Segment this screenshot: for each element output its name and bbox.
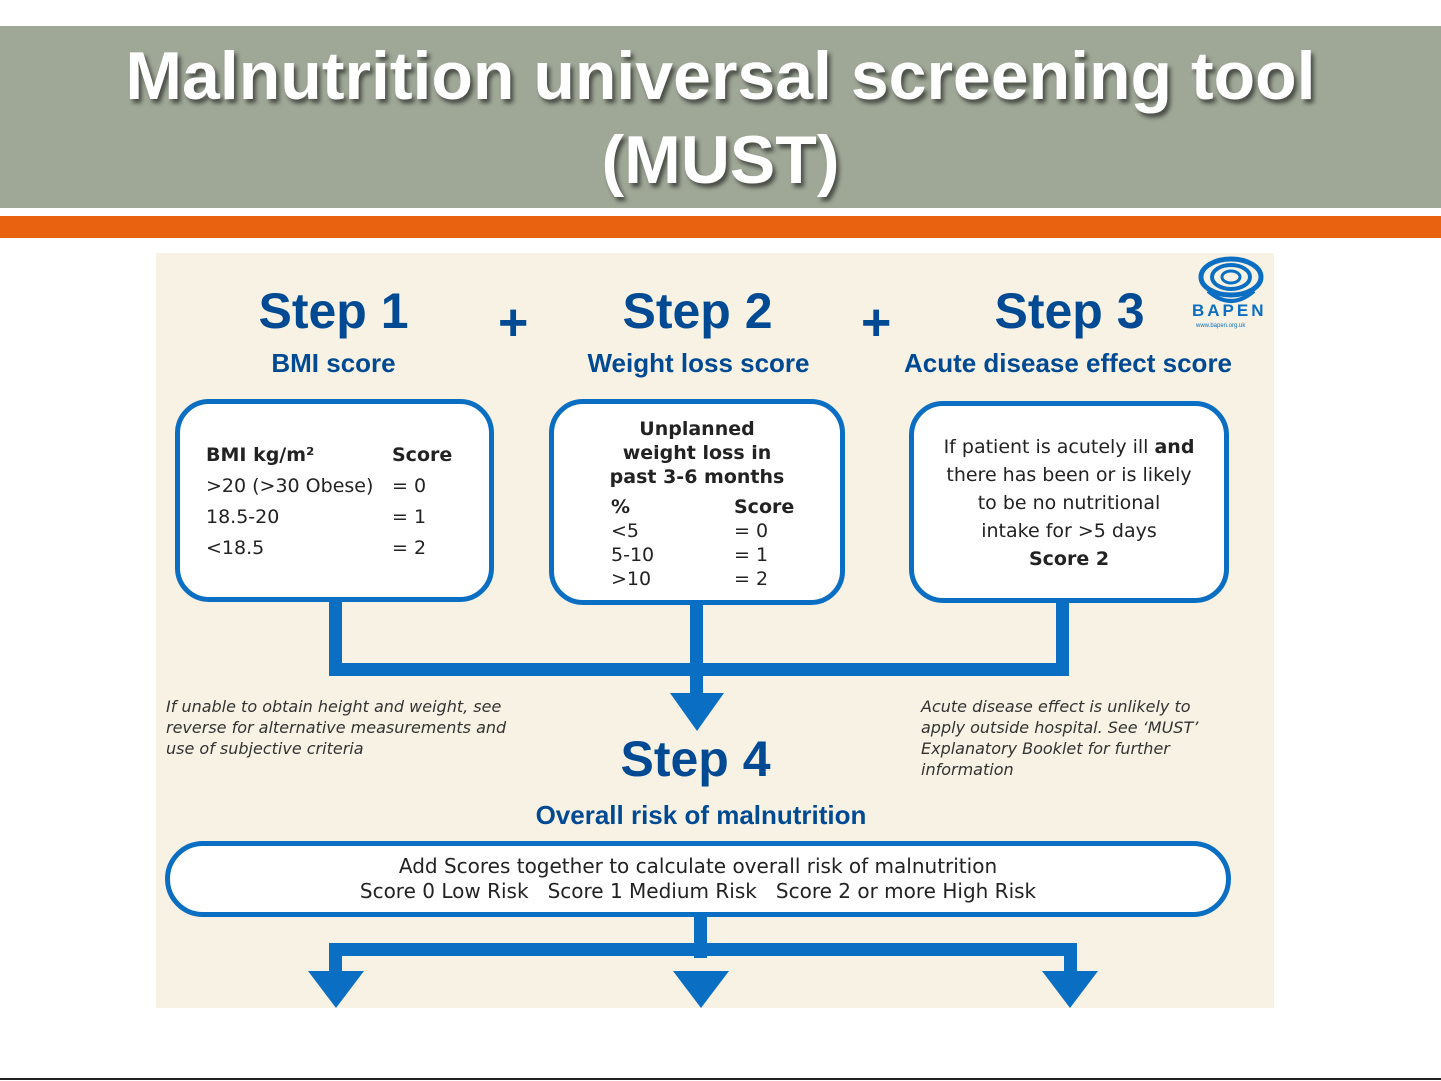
step4-text: Add Scores together to calculate overall… — [359, 854, 1037, 903]
step2-heading: Step 2 — [622, 283, 773, 339]
must-flowchart: BAPEN www.bapen.org.uk Step 1 BMI score … — [156, 253, 1274, 1008]
arrow-down-high-risk-icon — [1042, 971, 1098, 1008]
step3-connector-down — [1056, 593, 1069, 673]
outcome-split-line — [329, 943, 1077, 956]
step4-box — [165, 841, 1231, 917]
step4-heading: Step 4 — [620, 731, 771, 787]
step3-heading: Step 3 — [994, 283, 1145, 339]
arrow-down-low-risk-icon — [308, 971, 364, 1008]
step1-table: BMI kg/m² Score >20 (>30 Obese) = 0 18.5… — [206, 440, 466, 564]
step1-box — [175, 399, 494, 602]
step2-col2-header: Score — [734, 496, 795, 518]
bapen-logo-url: www.bapen.org.uk — [1196, 323, 1246, 329]
step2-box — [549, 399, 845, 605]
step2-connector-down — [690, 593, 703, 713]
step3-subtitle: Acute disease effect score — [903, 348, 1233, 378]
step2-col1-header: % — [611, 496, 631, 518]
step1-row: <18.5 = 2 — [206, 537, 427, 559]
step2-subtitle: Weight loss score — [587, 348, 810, 378]
step1-col1-header: BMI kg/m² — [206, 444, 315, 466]
bottom-rule — [0, 1078, 1441, 1080]
bapen-logo-icon — [1198, 256, 1264, 303]
arrow-down-medium-risk-icon — [673, 971, 729, 1008]
step1-connector-down — [329, 593, 342, 673]
step3-score: Score 2 — [1028, 548, 1110, 570]
title-band — [0, 26, 1441, 208]
step3-text: If patient is acutely ill and there has … — [943, 436, 1195, 570]
steps-merge-line — [329, 663, 1069, 676]
right-note: Acute disease effect is unlikely to appl… — [921, 697, 1199, 779]
plus-sign-1: + — [498, 294, 529, 352]
step4-subtitle: Overall risk of malnutrition — [535, 800, 867, 830]
outcome-right-drop — [1064, 943, 1077, 973]
outcome-left-drop — [329, 943, 342, 973]
step1-row: 18.5-20 = 1 — [206, 506, 427, 528]
step1-heading: Step 1 — [258, 283, 409, 339]
step1-col2-header: Score — [392, 444, 453, 466]
slide-title-line2: (MUST) — [601, 122, 840, 198]
slide-title-line1: Malnutrition universal screening tool — [125, 38, 1316, 114]
left-note: If unable to obtain height and weight, s… — [166, 697, 507, 758]
step2-table: % Score <5 = 0 5-10 = 1 >10 = 2 — [611, 495, 811, 591]
accent-bar — [0, 216, 1441, 238]
arrow-down-to-step4-icon — [670, 693, 724, 731]
bapen-logo-text: BAPEN — [1192, 301, 1267, 320]
step2-title: Unplanned weight loss in past 3-6 months — [609, 418, 785, 488]
plus-sign-2: + — [861, 294, 892, 352]
step2-row: <5 = 0 — [611, 520, 769, 542]
step1-row: >20 (>30 Obese) = 0 — [206, 475, 427, 497]
step1-subtitle: BMI score — [271, 348, 396, 378]
slide-title: Malnutrition universal screening tool (M… — [0, 34, 1441, 202]
step2-row: >10 = 2 — [611, 568, 769, 590]
step2-row: 5-10 = 1 — [611, 544, 769, 566]
step3-box — [909, 401, 1229, 603]
